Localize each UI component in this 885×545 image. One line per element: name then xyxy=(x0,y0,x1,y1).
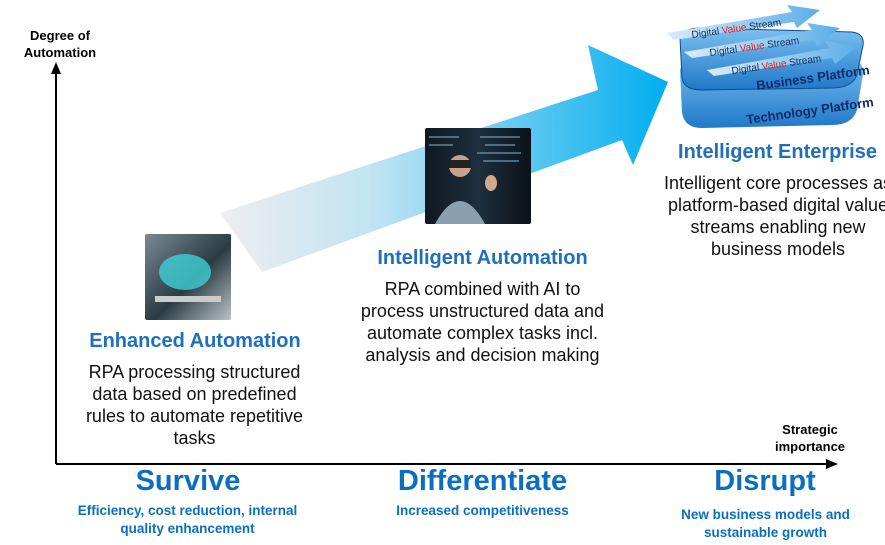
stage-title-enhanced-automation: Enhanced Automation xyxy=(89,330,301,352)
svg-text:Digital Value Stream: Digital Value Stream xyxy=(731,53,822,76)
y-axis-label: Degree of Automation xyxy=(23,28,97,60)
stream-label-2-suffix: Stream xyxy=(764,35,800,51)
stage-description-intelligent-enterprise: Intelligent core processes as platform-b… xyxy=(663,173,885,259)
svg-text:Digital Value Stream: Digital Value Stream xyxy=(709,35,800,58)
stage-title-intelligent-enterprise: Intelligent Enterprise xyxy=(678,141,877,163)
phase-subtitle-survive: Efficiency, cost reduction, internal qua… xyxy=(77,503,298,536)
ai-hand-image xyxy=(145,234,231,320)
phase-title-differentiate: Differentiate xyxy=(397,465,568,497)
stage-title-intelligent-automation: Intelligent Automation xyxy=(377,247,588,269)
vr-user-image xyxy=(425,128,531,224)
x-axis-arrowhead xyxy=(826,459,838,469)
stream-label-1-prefix: Digital xyxy=(691,26,723,41)
phase-subtitle-disrupt: New business models and sustainable grow… xyxy=(681,507,850,540)
value-stream-arrow-2 xyxy=(684,23,840,58)
stream-label-3-highlight: Value xyxy=(761,58,788,72)
value-stream-arrow-1 xyxy=(667,5,820,40)
value-stream-arrow-3 xyxy=(707,41,858,76)
stream-label-2-highlight: Value xyxy=(739,40,766,54)
phase-title-survive: Survive xyxy=(135,465,241,497)
stream-label-1-suffix: Stream xyxy=(746,17,782,33)
stage-description-enhanced-automation: RPA processing structured data based on … xyxy=(85,362,304,448)
stage-description-intelligent-automation: RPA combined with AI to process unstruct… xyxy=(360,279,605,365)
stream-label-2-prefix: Digital xyxy=(709,44,741,59)
x-axis-label: Strategic importance xyxy=(774,422,846,454)
y-axis-arrowhead xyxy=(51,62,61,74)
svg-text:Digital Value Stream: Digital Value Stream xyxy=(691,17,782,40)
platform-stack-graphic: Digital Value Stream Digital Value Strea… xyxy=(667,5,874,128)
stream-label-3-prefix: Digital xyxy=(731,62,763,77)
phase-subtitle-differentiate: Increased competitiveness xyxy=(396,503,569,518)
stream-label-3-suffix: Stream xyxy=(786,53,822,69)
stream-label-1-highlight: Value xyxy=(721,22,748,36)
phase-title-disrupt: Disrupt xyxy=(714,465,816,497)
